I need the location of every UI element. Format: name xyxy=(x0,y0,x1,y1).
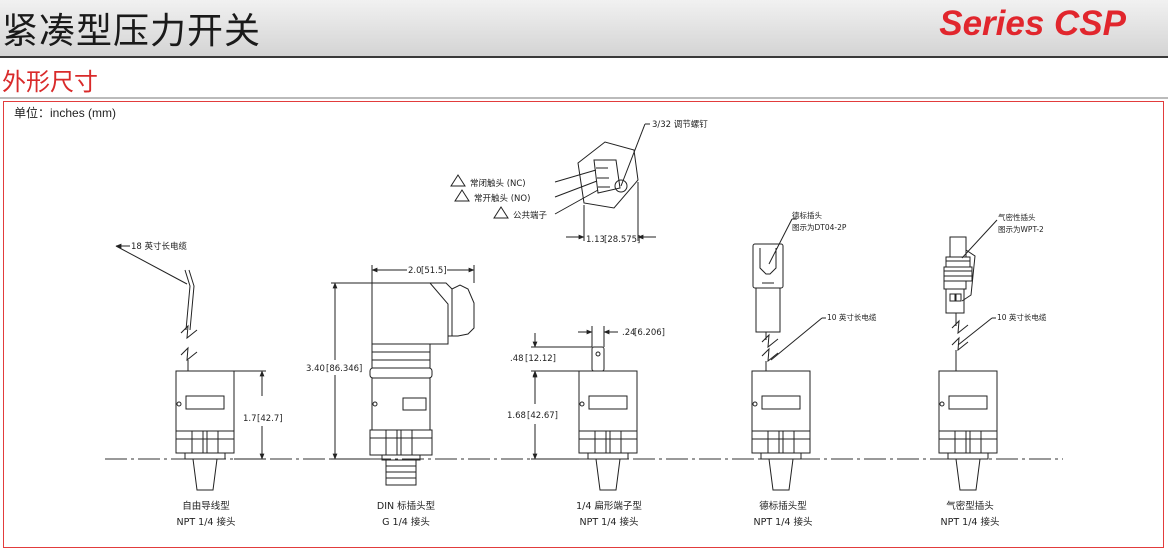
drawing-frame xyxy=(3,101,1164,548)
model-2-thread: G 1/4 接头 xyxy=(382,516,430,528)
spade-tab-height: .48 xyxy=(510,354,524,364)
spade-tab-width: .24 xyxy=(622,328,636,338)
model-dt04 xyxy=(751,218,826,491)
model-4-name: 德标插头型 xyxy=(759,500,807,512)
spade-height-dim-mm: [42.67] xyxy=(527,411,558,421)
warning-icon-no xyxy=(454,189,470,202)
wpt-connector-note: 图示为WPT-2 xyxy=(998,224,1044,234)
series-name: Series CSP xyxy=(939,4,1126,43)
page-header: 紧凑型压力开关 Series CSP xyxy=(0,0,1168,58)
dt04-connector-note: 图示为DT04-2P xyxy=(792,222,847,232)
warning-icon-com xyxy=(493,206,509,219)
model-4-thread: NPT 1/4 接头 xyxy=(754,516,813,528)
top-width-dim: 1.13 xyxy=(586,235,605,245)
model-2-name: DIN 标插头型 xyxy=(377,500,436,512)
model-5-name: 气密型插头 xyxy=(946,500,994,512)
warning-icon-nc xyxy=(450,174,466,187)
din-width-dim-mm: [51.5] xyxy=(421,266,447,276)
dt04-connector-label: 德标插头 xyxy=(792,210,822,220)
model-1-name: 自由导线型 xyxy=(182,500,230,512)
din-height-dim: 3.40 xyxy=(306,364,325,374)
spade-tab-width-mm: [6.206] xyxy=(634,328,665,338)
model-1-thread: NPT 1/4 接头 xyxy=(177,516,236,528)
spade-height-dim: 1.68 xyxy=(507,411,526,421)
model-3-thread: NPT 1/4 接头 xyxy=(580,516,639,528)
model-5-thread: NPT 1/4 接头 xyxy=(941,516,1000,528)
model-wpt xyxy=(938,219,998,491)
free-lead-cable-label: 18 英寸长电缆 xyxy=(131,241,188,252)
top-view xyxy=(450,123,656,241)
model-spade xyxy=(531,326,638,491)
model-free-lead xyxy=(115,243,266,491)
screw-label: 3/32 调节螺钉 xyxy=(652,119,708,130)
spade-tab-height-mm: [12.12] xyxy=(525,354,556,364)
top-width-dim-mm: [28.575] xyxy=(604,235,640,245)
model-3-name: 1/4 扁形端子型 xyxy=(576,500,642,512)
din-height-dim-mm: [86.346] xyxy=(326,364,362,374)
free-lead-height-dim: 1.7 xyxy=(243,414,257,424)
adjust-screw xyxy=(614,179,628,193)
wpt-cable-label: 10 英寸长电缆 xyxy=(997,312,1047,322)
units-label: 单位：inches (mm) xyxy=(14,106,117,120)
no-label: 常开触头 (NO) xyxy=(474,193,530,204)
dt04-cable-label: 10 英寸长电缆 xyxy=(827,312,877,322)
free-lead-height-dim-mm: [42.7] xyxy=(257,414,283,424)
section-divider xyxy=(0,97,1168,99)
hex-body xyxy=(577,141,639,209)
wpt-connector-label: 气密性插头 xyxy=(998,212,1036,222)
page-title: 紧凑型压力开关 xyxy=(2,11,262,52)
section-title: 外形尺寸 xyxy=(2,68,98,96)
din-width-dim: 2.0 xyxy=(408,266,422,276)
nc-label: 常闭触头 (NC) xyxy=(470,178,526,189)
com-label: 公共端子 xyxy=(513,210,548,221)
model-din xyxy=(331,265,475,486)
terminal-block xyxy=(593,159,621,194)
